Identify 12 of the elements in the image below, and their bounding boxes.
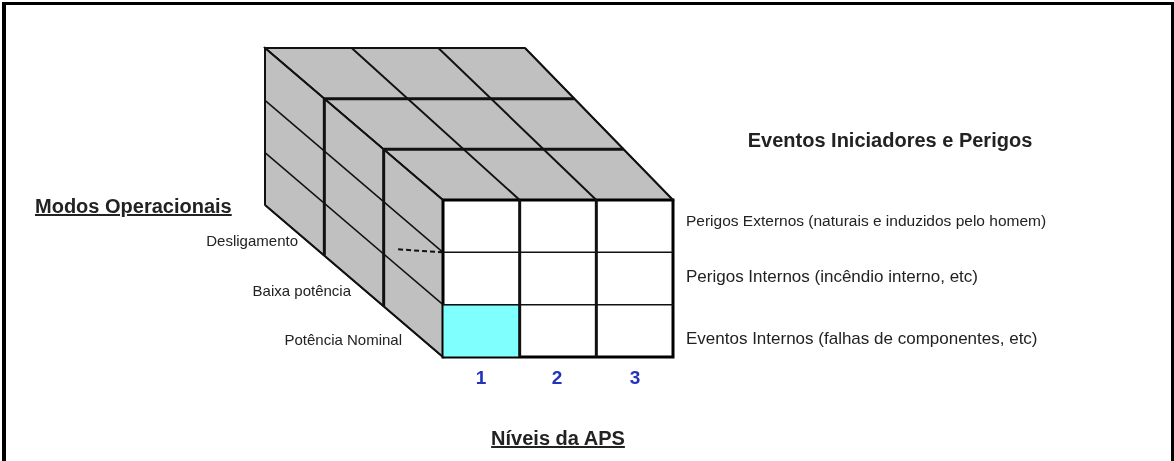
axis-title: Modos Operacionais	[35, 194, 232, 218]
level-number: 2	[551, 367, 563, 390]
heading: Eventos Iniciadores e Perigos	[747, 128, 1033, 152]
row-label: Perigos Internos (incêndio interno, etc)	[686, 267, 978, 288]
mode-label: Baixa potência	[252, 282, 351, 300]
level-number: 3	[629, 367, 641, 390]
row-label: Perigos Externos (naturais e induzidos pelo homem)	[686, 212, 1047, 231]
level-number: 1	[475, 367, 487, 390]
mode-label: Potência Nominal	[284, 331, 402, 349]
row-label: Eventos Internos (falhas de componentes, etc)	[686, 329, 1038, 350]
axis-title: Níveis da APS	[491, 426, 625, 450]
mode-label: Desligamento	[206, 232, 298, 250]
